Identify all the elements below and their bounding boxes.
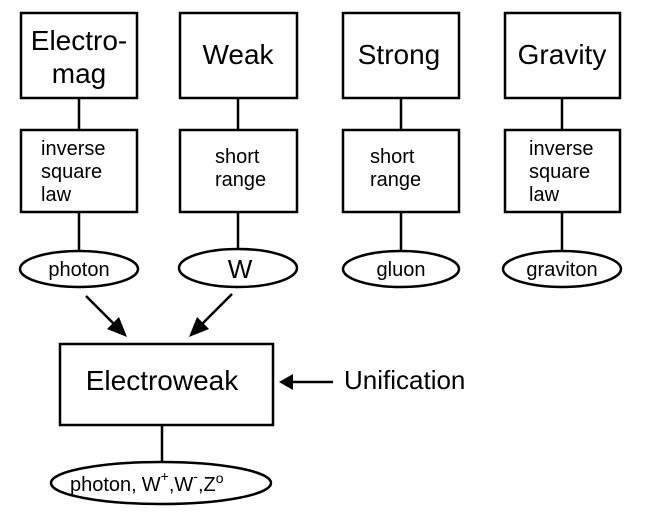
force-column-electromagnetic: Electro- mag inverse square law photon	[18, 11, 140, 289]
unified-name: Electroweak	[86, 365, 240, 396]
property-line: range	[370, 169, 421, 191]
carrier-label: W	[228, 254, 253, 284]
force-name-line: mag	[52, 58, 106, 89]
unified-carrier-oval	[49, 460, 273, 506]
property-line: inverse	[41, 138, 105, 160]
property-box-electromagnetic	[19, 128, 139, 214]
force-box-electromagnetic	[19, 11, 139, 100]
force-name-line: Strong	[358, 39, 441, 70]
carrier-oval-graviton	[501, 249, 623, 289]
property-line: law	[529, 184, 560, 206]
property-line: short	[215, 146, 260, 168]
carrier-oval-gluon	[341, 249, 461, 289]
carrier-oval-photon	[18, 249, 140, 289]
property-line: square	[41, 161, 102, 183]
force-box-strong	[341, 11, 461, 100]
carrier-label: graviton	[526, 259, 597, 281]
carrier-label: photon	[48, 259, 109, 281]
unified-electroweak: Electroweak photon,W+,W-,Zo	[49, 342, 275, 506]
carrier-oval-w	[177, 247, 299, 289]
force-name-line: Gravity	[518, 39, 607, 70]
property-line: range	[215, 169, 266, 191]
unification-label: Unification	[344, 365, 465, 395]
merge-arrow-left	[85, 295, 127, 337]
carrier-label: gluon	[377, 259, 426, 281]
property-line: law	[41, 184, 72, 206]
unified-carrier-text: photon,W+,W-,Zo	[70, 468, 224, 496]
unified-box	[58, 342, 275, 427]
force-name-line: Electro-	[31, 25, 127, 56]
property-line: inverse	[529, 138, 593, 160]
force-column-weak: Weak short range W	[177, 11, 299, 289]
force-column-strong: Strong short range gluon	[341, 11, 461, 289]
property-line: square	[529, 161, 590, 183]
unification-arrow	[279, 374, 333, 390]
property-box-strong	[341, 128, 461, 214]
force-column-gravity: Gravity inverse square law graviton	[501, 11, 623, 289]
force-box-weak	[178, 11, 299, 100]
property-line: short	[370, 146, 415, 168]
force-name-line: Weak	[202, 39, 274, 70]
merge-arrow-right	[189, 293, 233, 337]
